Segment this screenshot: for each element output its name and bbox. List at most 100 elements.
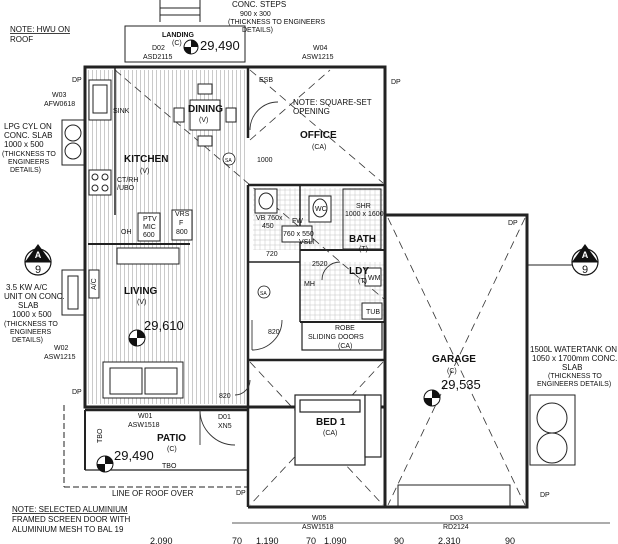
patio-outline [63, 405, 248, 488]
bottom-dim-6: 2,310 [438, 536, 461, 544]
line-of-roof: LINE OF ROOF OVER [112, 489, 194, 498]
w01-code: ASW1518 [128, 422, 160, 429]
ldy-t: (T) [358, 278, 367, 285]
section-marker-right [571, 244, 599, 276]
smoke-alarm-icons [222, 152, 271, 299]
vsli-size: 760 x 550 [283, 231, 314, 238]
level-marker-landing [183, 39, 199, 55]
d01-code: XN5 [218, 423, 232, 430]
garage-roller-door [397, 484, 511, 508]
conc-steps-size: 900 x 300 [240, 11, 271, 18]
w05-code: ASW1518 [302, 524, 334, 531]
ac-note: 3.5 KW A/C UNIT ON CONC. SLAB 1000 x 500… [4, 283, 65, 344]
living-v: (V) [137, 299, 146, 306]
lpg-cylinders [61, 119, 86, 166]
level-marker-living [128, 329, 146, 347]
wm-label: WM [368, 275, 381, 282]
ubo-label: /UBO [117, 185, 135, 192]
office-ca: (CA) [312, 144, 326, 151]
dp-6: DP [540, 492, 550, 499]
svg-text:ENGINEERS: ENGINEERS [10, 329, 52, 336]
w02-label: W02 [54, 345, 69, 352]
w04-code: ASW1215 [302, 54, 334, 61]
w01-label: W01 [138, 413, 153, 420]
ac-unit [61, 269, 86, 316]
garage-c: (C) [447, 368, 457, 375]
bottom-dim-5: 90 [394, 536, 404, 544]
svg-text:ALUMINIUM MESH TO BAL 19: ALUMINIUM MESH TO BAL 19 [12, 525, 124, 534]
section-left-tag: A [35, 250, 42, 260]
landing-label: LANDING [162, 32, 194, 39]
svg-text:LPG CYL ON: LPG CYL ON [4, 122, 52, 131]
bottom-dim-1: 70 [232, 536, 242, 544]
patio-label: PATIO [157, 433, 186, 444]
dim-1000: 1000 [257, 157, 273, 164]
shr-label: SHR [356, 203, 371, 210]
landing-outline [124, 25, 246, 63]
dp-4: DP [72, 389, 82, 396]
svg-text:SLAB: SLAB [562, 363, 582, 372]
ptv-num: 600 [143, 232, 155, 239]
vrs-f: F [179, 220, 183, 227]
fw-label: FW [292, 218, 303, 225]
note-hwu-2: ROOF [10, 35, 33, 44]
living-label: LIVING [124, 286, 158, 297]
conc-steps-thick-2: DETAILS) [242, 27, 273, 34]
tbo-side: TBO [97, 428, 104, 443]
w03-code: AFW0618 [44, 101, 75, 108]
dim-2520: 2520 [312, 261, 328, 268]
dp-2: DP [391, 79, 401, 86]
bed1-label: BED 1 [316, 417, 346, 428]
dim-820-a: 820 [268, 329, 280, 336]
level-garage: 29,535 [441, 377, 481, 392]
robe-label: ROBE [335, 325, 355, 332]
garage-label: GARAGE [432, 354, 476, 365]
svg-text:1000 x 500: 1000 x 500 [12, 310, 52, 319]
living-sofa [102, 361, 184, 399]
esb-label: ESB [259, 77, 273, 84]
dp-3: DP [508, 220, 518, 227]
tub-label: TUB [366, 309, 380, 316]
mic-label: MIC [143, 224, 156, 231]
vsli-label: VSLI [299, 239, 314, 246]
bottom-dim-4: 1,090 [324, 536, 347, 544]
aluminium-note: NOTE: SELECTED ALUMINIUM FRAMED SCREEN D… [12, 505, 130, 534]
level-living: 29,610 [144, 318, 184, 333]
w05-label: W05 [312, 515, 327, 522]
landing-c: (C) [172, 40, 182, 47]
square-set-note: NOTE: SQUARE-SET [293, 98, 372, 107]
office-label: OFFICE [300, 130, 337, 141]
robe-label-3: (CA) [338, 343, 352, 350]
garage-diagonals [387, 217, 526, 506]
level-landing: 29,490 [200, 38, 240, 53]
dim-720: 720 [266, 251, 278, 258]
tank-note: 1500L WATERTANK ON 1050 x 1700mm CONC. S… [530, 345, 617, 388]
svg-text:ENGINEERS DETAILS): ENGINEERS DETAILS) [537, 381, 611, 388]
dining-label: DINING [188, 104, 223, 115]
svg-text:1000 x 500: 1000 x 500 [4, 140, 44, 149]
robe-label-2: SLIDING DOORS [308, 334, 364, 341]
dp-1: DP [72, 77, 82, 84]
bottom-dim-2: 1,190 [256, 536, 279, 544]
conc-steps [159, 0, 201, 22]
dim-820-b: 820 [219, 393, 231, 400]
bottom-dim-3: 70 [306, 536, 316, 544]
w02-code: ASW1215 [44, 354, 76, 361]
lpg-note: LPG CYL ON CONC. SLAB 1000 x 500 (THICKN… [2, 122, 56, 174]
vrs-label: VRS [175, 211, 190, 218]
note-hwu: NOTE: HWU ON [10, 25, 70, 34]
ac-label: A/C [91, 278, 98, 290]
svg-text:1050 x 1700mm CONC.: 1050 x 1700mm CONC. [532, 354, 617, 363]
square-set-note-2: OPENING [293, 107, 330, 116]
kitchen-label: KITCHEN [124, 154, 168, 165]
dining-table [173, 83, 237, 147]
svg-text:UNIT ON CONC.: UNIT ON CONC. [4, 292, 65, 301]
conc-steps-label: CONC. STEPS [232, 0, 286, 9]
svg-text:SLAB: SLAB [18, 301, 38, 310]
water-tank [529, 394, 576, 466]
section-marker-left [24, 244, 52, 276]
bed [294, 394, 382, 466]
svg-text:FRAMED SCREEN DOOR WITH: FRAMED SCREEN DOOR WITH [12, 515, 130, 524]
bottom-dim-0: 2,090 [150, 536, 173, 544]
